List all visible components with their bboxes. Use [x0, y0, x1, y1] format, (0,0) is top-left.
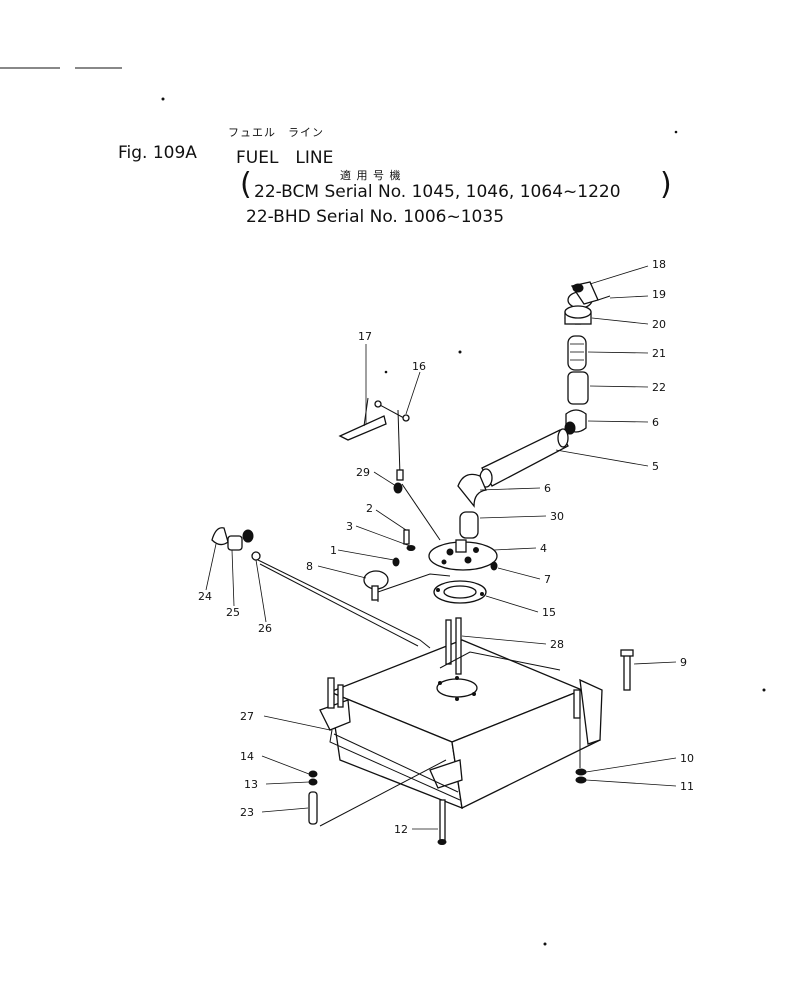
- callout-27: 27: [240, 710, 254, 723]
- callout-19: 19: [652, 288, 666, 301]
- callout-6-lower: 6: [544, 482, 551, 495]
- callout-21: 21: [652, 347, 666, 360]
- callout-4: 4: [540, 542, 547, 555]
- callout-3: 3: [346, 520, 353, 533]
- callout-12: 12: [394, 823, 408, 836]
- callout-28: 28: [550, 638, 564, 651]
- callout-2: 2: [366, 502, 373, 515]
- mounting-bolts-right: [575, 649, 634, 784]
- callout-6-upper: 6: [652, 416, 659, 429]
- tank-cover-plate: [428, 539, 498, 571]
- callout-9: 9: [680, 656, 687, 669]
- callout-16: 16: [412, 360, 426, 373]
- callout-20: 20: [652, 318, 666, 331]
- figure-number: Fig. 109A: [118, 143, 197, 163]
- callout-10: 10: [680, 752, 694, 765]
- callout-14: 14: [240, 750, 254, 763]
- fuel-tank: [319, 639, 603, 810]
- callout-15: 15: [542, 606, 556, 619]
- adapter: [459, 511, 479, 539]
- open-paren: (: [240, 167, 252, 202]
- callout-30: 30: [550, 510, 564, 523]
- fuel-pipes: [257, 483, 561, 827]
- suction-tubes: [445, 617, 462, 675]
- callout-17: 17: [358, 330, 372, 343]
- callout-13: 13: [244, 778, 258, 791]
- callout-18: 18: [652, 258, 666, 271]
- throttle-lever: [338, 397, 410, 481]
- fuel-fittings: [211, 527, 261, 561]
- serial-line-2: 22-BHD Serial No. 1006~1035: [246, 207, 505, 227]
- close-paren: ): [660, 167, 672, 202]
- callout-22: 22: [652, 381, 666, 394]
- callout-5: 5: [652, 460, 659, 473]
- applicable-models-label: 適 用 号 機: [340, 169, 402, 182]
- callout-25: 25: [226, 606, 240, 619]
- gasket: [433, 580, 487, 604]
- title-kana: フュエル ライン: [228, 126, 324, 139]
- callout-23: 23: [240, 806, 254, 819]
- filler-neck: [564, 305, 592, 325]
- filler-cap: [567, 281, 611, 309]
- elbow-upper: [564, 409, 587, 435]
- callout-labels: 18 19 20 21 22 6 5 6 30 4 7 15 28 9 10 1…: [198, 258, 694, 836]
- pipe-nipple: [567, 371, 589, 405]
- mounting-bolts-left: [308, 770, 447, 845]
- filler-pipe: [479, 428, 569, 488]
- callout-11: 11: [680, 780, 694, 793]
- fuel-gauge: [363, 570, 389, 601]
- filler-hose: [567, 335, 587, 371]
- serial-line-1: 22-BCM Serial No. 1045, 1046, 1064~1220: [254, 182, 621, 202]
- figure-title: FUEL LINE: [236, 148, 334, 168]
- callout-7: 7: [544, 573, 551, 586]
- scan-specks: [161, 97, 766, 946]
- callout-8: 8: [306, 560, 313, 573]
- bolt-small: [392, 482, 498, 571]
- leader-lines: [205, 265, 677, 830]
- callout-24: 24: [198, 590, 212, 603]
- callout-29: 29: [356, 466, 370, 479]
- callout-1: 1: [330, 544, 337, 557]
- callout-26: 26: [258, 622, 272, 635]
